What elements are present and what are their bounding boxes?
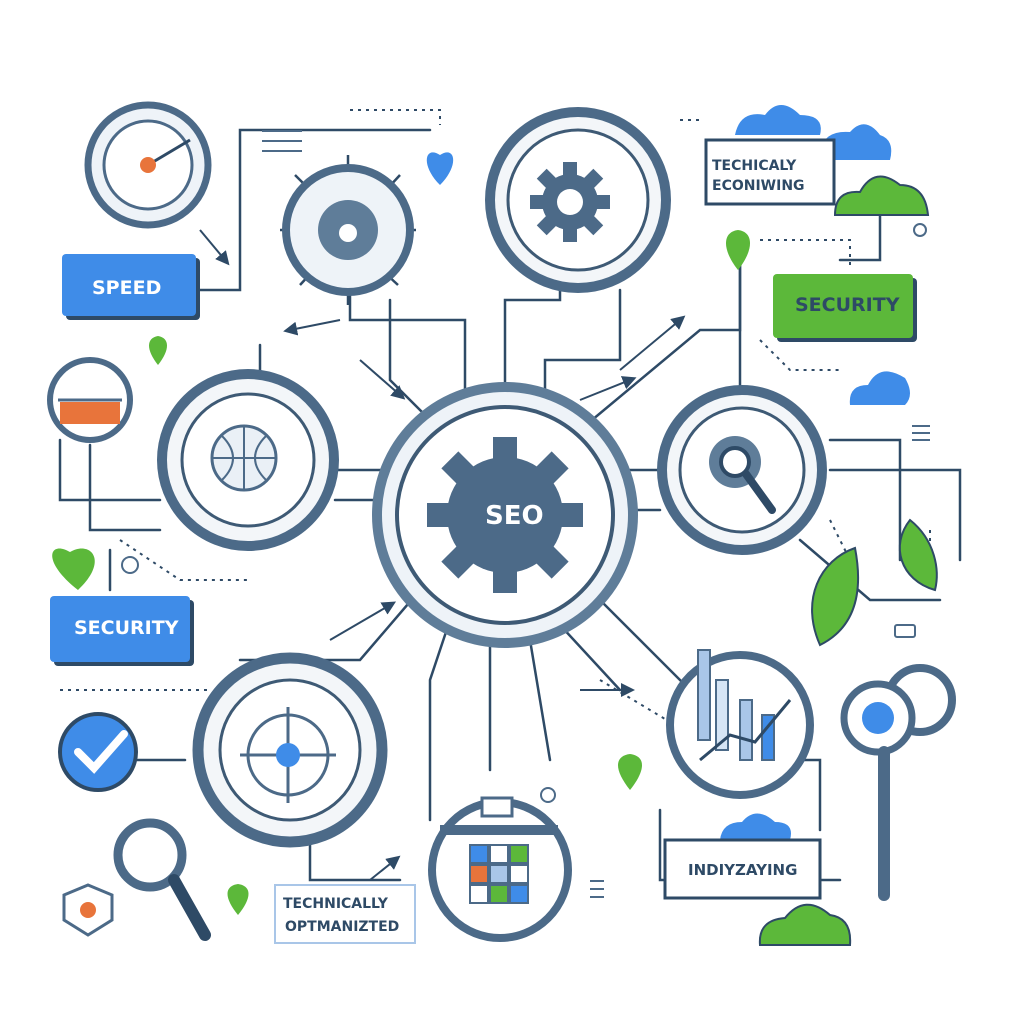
- shield-icon: [62, 883, 114, 937]
- connector: [238, 588, 422, 662]
- connector: [198, 128, 432, 292]
- arrow-icon: [619, 315, 686, 371]
- gear-icon: [427, 437, 583, 593]
- connector: [838, 208, 882, 262]
- hex-grid-node: [428, 796, 572, 942]
- connector: [88, 443, 162, 532]
- connector: [598, 598, 692, 692]
- gear-node-top: [485, 107, 671, 293]
- gear-icon: [530, 162, 610, 242]
- technically-tag: TECHICALY ECONIWING: [704, 138, 836, 206]
- gear-node-small: [280, 155, 416, 305]
- security-badge-left: SECURITY: [50, 596, 194, 666]
- battery-icon: [47, 357, 133, 443]
- location-pin-icon: [149, 336, 167, 365]
- gauge-icon: [140, 157, 156, 173]
- heart-icon: [426, 152, 454, 185]
- cloud-icon: [720, 105, 930, 946]
- arrow-icon: [199, 229, 230, 266]
- heart-icon: [52, 548, 95, 590]
- decorative-dots: [121, 130, 930, 898]
- security-label: SECURITY: [795, 294, 900, 316]
- arrow-icon: [579, 376, 637, 401]
- arrow-icon: [359, 359, 406, 400]
- security-label: SECURITY: [74, 617, 179, 639]
- arrows: [199, 229, 686, 881]
- leaf-icon: [811, 518, 938, 647]
- crosshair-node: [192, 652, 388, 848]
- chart-node: [666, 649, 814, 799]
- arrow-icon: [283, 319, 341, 336]
- connector: [558, 623, 622, 692]
- technically-optimized-tag: TECHNICALLY OPTMANIZTED: [274, 884, 416, 944]
- tag-line-1: TECHNICALLY: [283, 896, 389, 912]
- connector: [428, 618, 452, 822]
- gauge-node: [84, 101, 212, 229]
- speed-label: SPEED: [92, 277, 161, 299]
- connector: [798, 538, 942, 602]
- magnifier-icon: [113, 818, 211, 941]
- arrow-icon: [369, 855, 401, 881]
- connectors: [58, 128, 962, 882]
- security-badge-right: SECURITY: [773, 274, 917, 342]
- location-pin-icon: [726, 230, 750, 270]
- chart-icon: [697, 649, 792, 762]
- hex-grid-icon: [469, 844, 529, 904]
- arrow-icon: [329, 601, 397, 641]
- connector: [828, 468, 962, 562]
- speed-badge: SPEED: [62, 254, 200, 320]
- connector: [543, 288, 622, 412]
- indexing-tag: INDIYZAYING: [663, 838, 822, 900]
- seo-label: SEO: [485, 501, 544, 531]
- location-pin-icon: [227, 884, 249, 915]
- globe-node: [157, 369, 339, 551]
- magnifier-icon: [840, 664, 956, 901]
- connector: [58, 438, 162, 502]
- seo-center-node: SEO: [372, 382, 638, 648]
- indexing-label: INDIYZAYING: [688, 861, 797, 879]
- connector: [348, 278, 467, 412]
- location-pin-icon: [618, 754, 642, 790]
- tag-line-2: OPTMANIZTED: [285, 919, 399, 935]
- tag-line-2: ECONIWING: [712, 178, 805, 194]
- magnifier-icon: [719, 446, 751, 478]
- tag-line-1: TECHICALY: [712, 158, 797, 174]
- connector: [828, 438, 902, 562]
- search-node: [657, 385, 827, 555]
- check-icon: [58, 712, 138, 792]
- connector: [528, 638, 552, 762]
